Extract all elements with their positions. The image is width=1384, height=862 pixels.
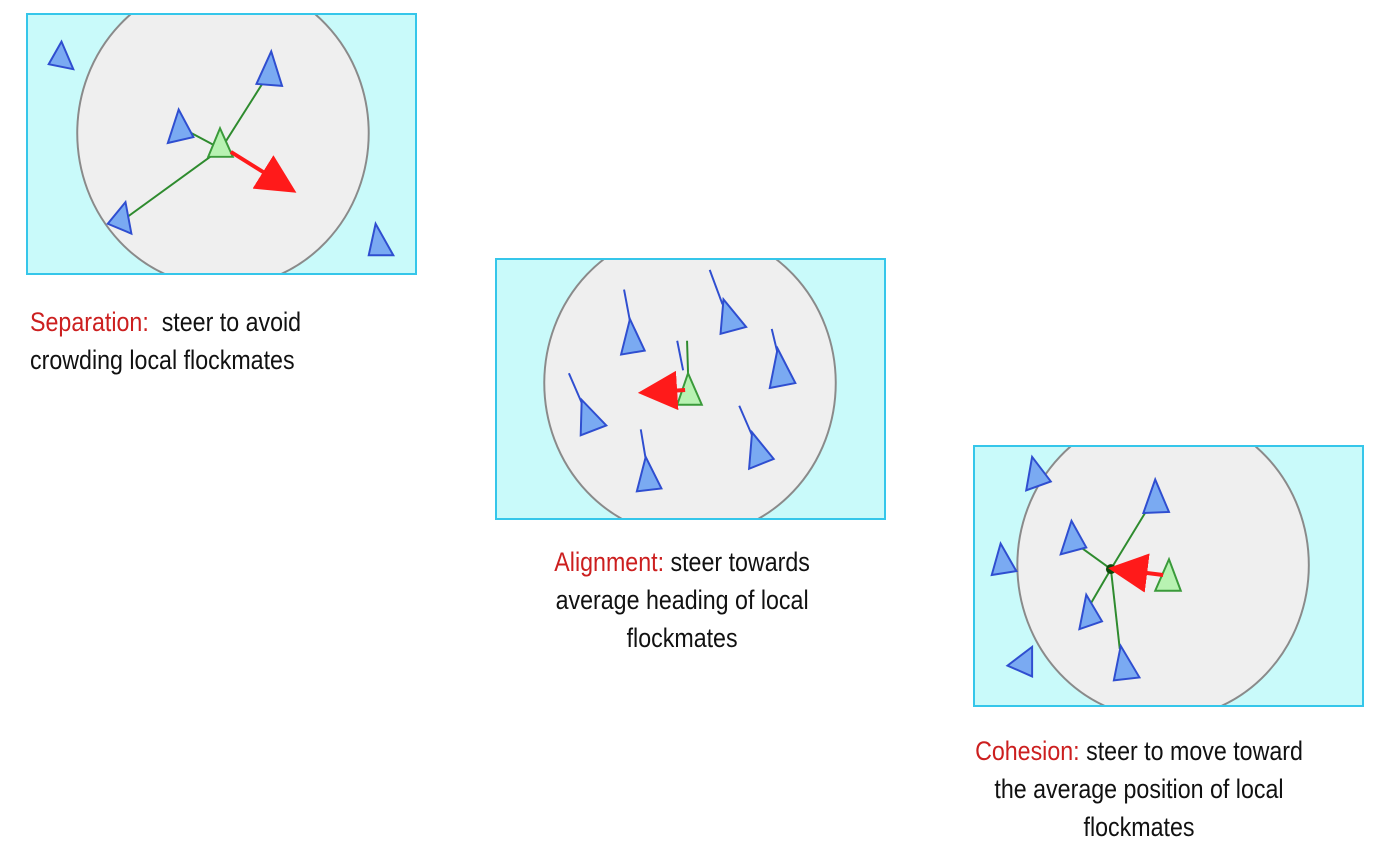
flockmate-boid: [1024, 454, 1053, 492]
flockmate-boid: [768, 345, 797, 390]
flockmate-boid: [1005, 644, 1034, 678]
flockmate-boid: [719, 296, 748, 336]
heading-line: [567, 372, 583, 404]
steering-arrow: [637, 370, 686, 411]
caption-text: steer to move toward: [1086, 736, 1303, 766]
flockmate-boid: [1141, 476, 1171, 515]
flockmate-boid: [635, 454, 663, 493]
heading-line: [708, 269, 724, 305]
caption-line: Separation: steer to avoid: [30, 303, 391, 341]
caption-line: Cohesion: steer to move toward: [924, 732, 1354, 770]
steering-arrow: [1108, 553, 1164, 593]
caption-text: steer to avoid: [161, 307, 302, 337]
alignment-panel: [495, 258, 886, 520]
flockmate-boid: [990, 540, 1018, 577]
neighbor-link: [1089, 568, 1112, 606]
caption-text: steer towards: [670, 547, 810, 577]
flockmate-boid: [1059, 518, 1088, 556]
alignment-diagram: [543, 260, 837, 518]
steering-arrow: [229, 150, 297, 193]
cohesion-caption: Cohesion: steer to move toward the avera…: [924, 732, 1354, 846]
flockmate-boid: [254, 48, 284, 87]
rule-term: Alignment:: [554, 547, 665, 577]
alignment-caption: Alignment: steer towards average heading…: [480, 543, 884, 657]
center-of-mass-dot: [1105, 564, 1116, 575]
caption-line: average heading of local: [555, 585, 809, 615]
rule-term: Separation:: [30, 307, 149, 337]
flockmate-boid: [579, 397, 609, 437]
flockmate-boid: [1078, 591, 1104, 631]
flockmate-boid: [619, 316, 647, 356]
heading-line: [623, 289, 631, 322]
flockmate-boid: [1112, 643, 1142, 682]
heading-line: [676, 340, 685, 371]
neighbor-link: [1081, 547, 1112, 570]
caption-line: flockmates: [1083, 812, 1195, 842]
caption-line: the average position of local: [994, 774, 1284, 804]
focal-heading-line: [686, 340, 690, 374]
flockmate-boid: [166, 107, 195, 145]
neighbor-link: [220, 78, 267, 150]
separation-panel: [26, 13, 417, 275]
flockmate-boid: [747, 429, 776, 471]
cohesion-panel: [973, 445, 1364, 707]
caption-line: flockmates: [626, 623, 738, 653]
caption-line: Alignment: steer towards: [480, 543, 884, 581]
flockmate-boid: [47, 39, 75, 71]
cohesion-diagram: [990, 447, 1310, 705]
neighbor-link: [126, 148, 222, 218]
flockmate-boid: [367, 221, 396, 257]
rule-term: Cohesion:: [975, 736, 1080, 766]
focal-boid: [206, 125, 235, 158]
heading-line: [639, 429, 647, 460]
flockmate-boid: [106, 199, 133, 236]
caption-line: crowding local flockmates: [30, 345, 295, 375]
separation-caption: Separation: steer to avoid crowding loca…: [30, 303, 391, 379]
heading-line: [738, 405, 753, 436]
separation-diagram: [47, 15, 396, 273]
